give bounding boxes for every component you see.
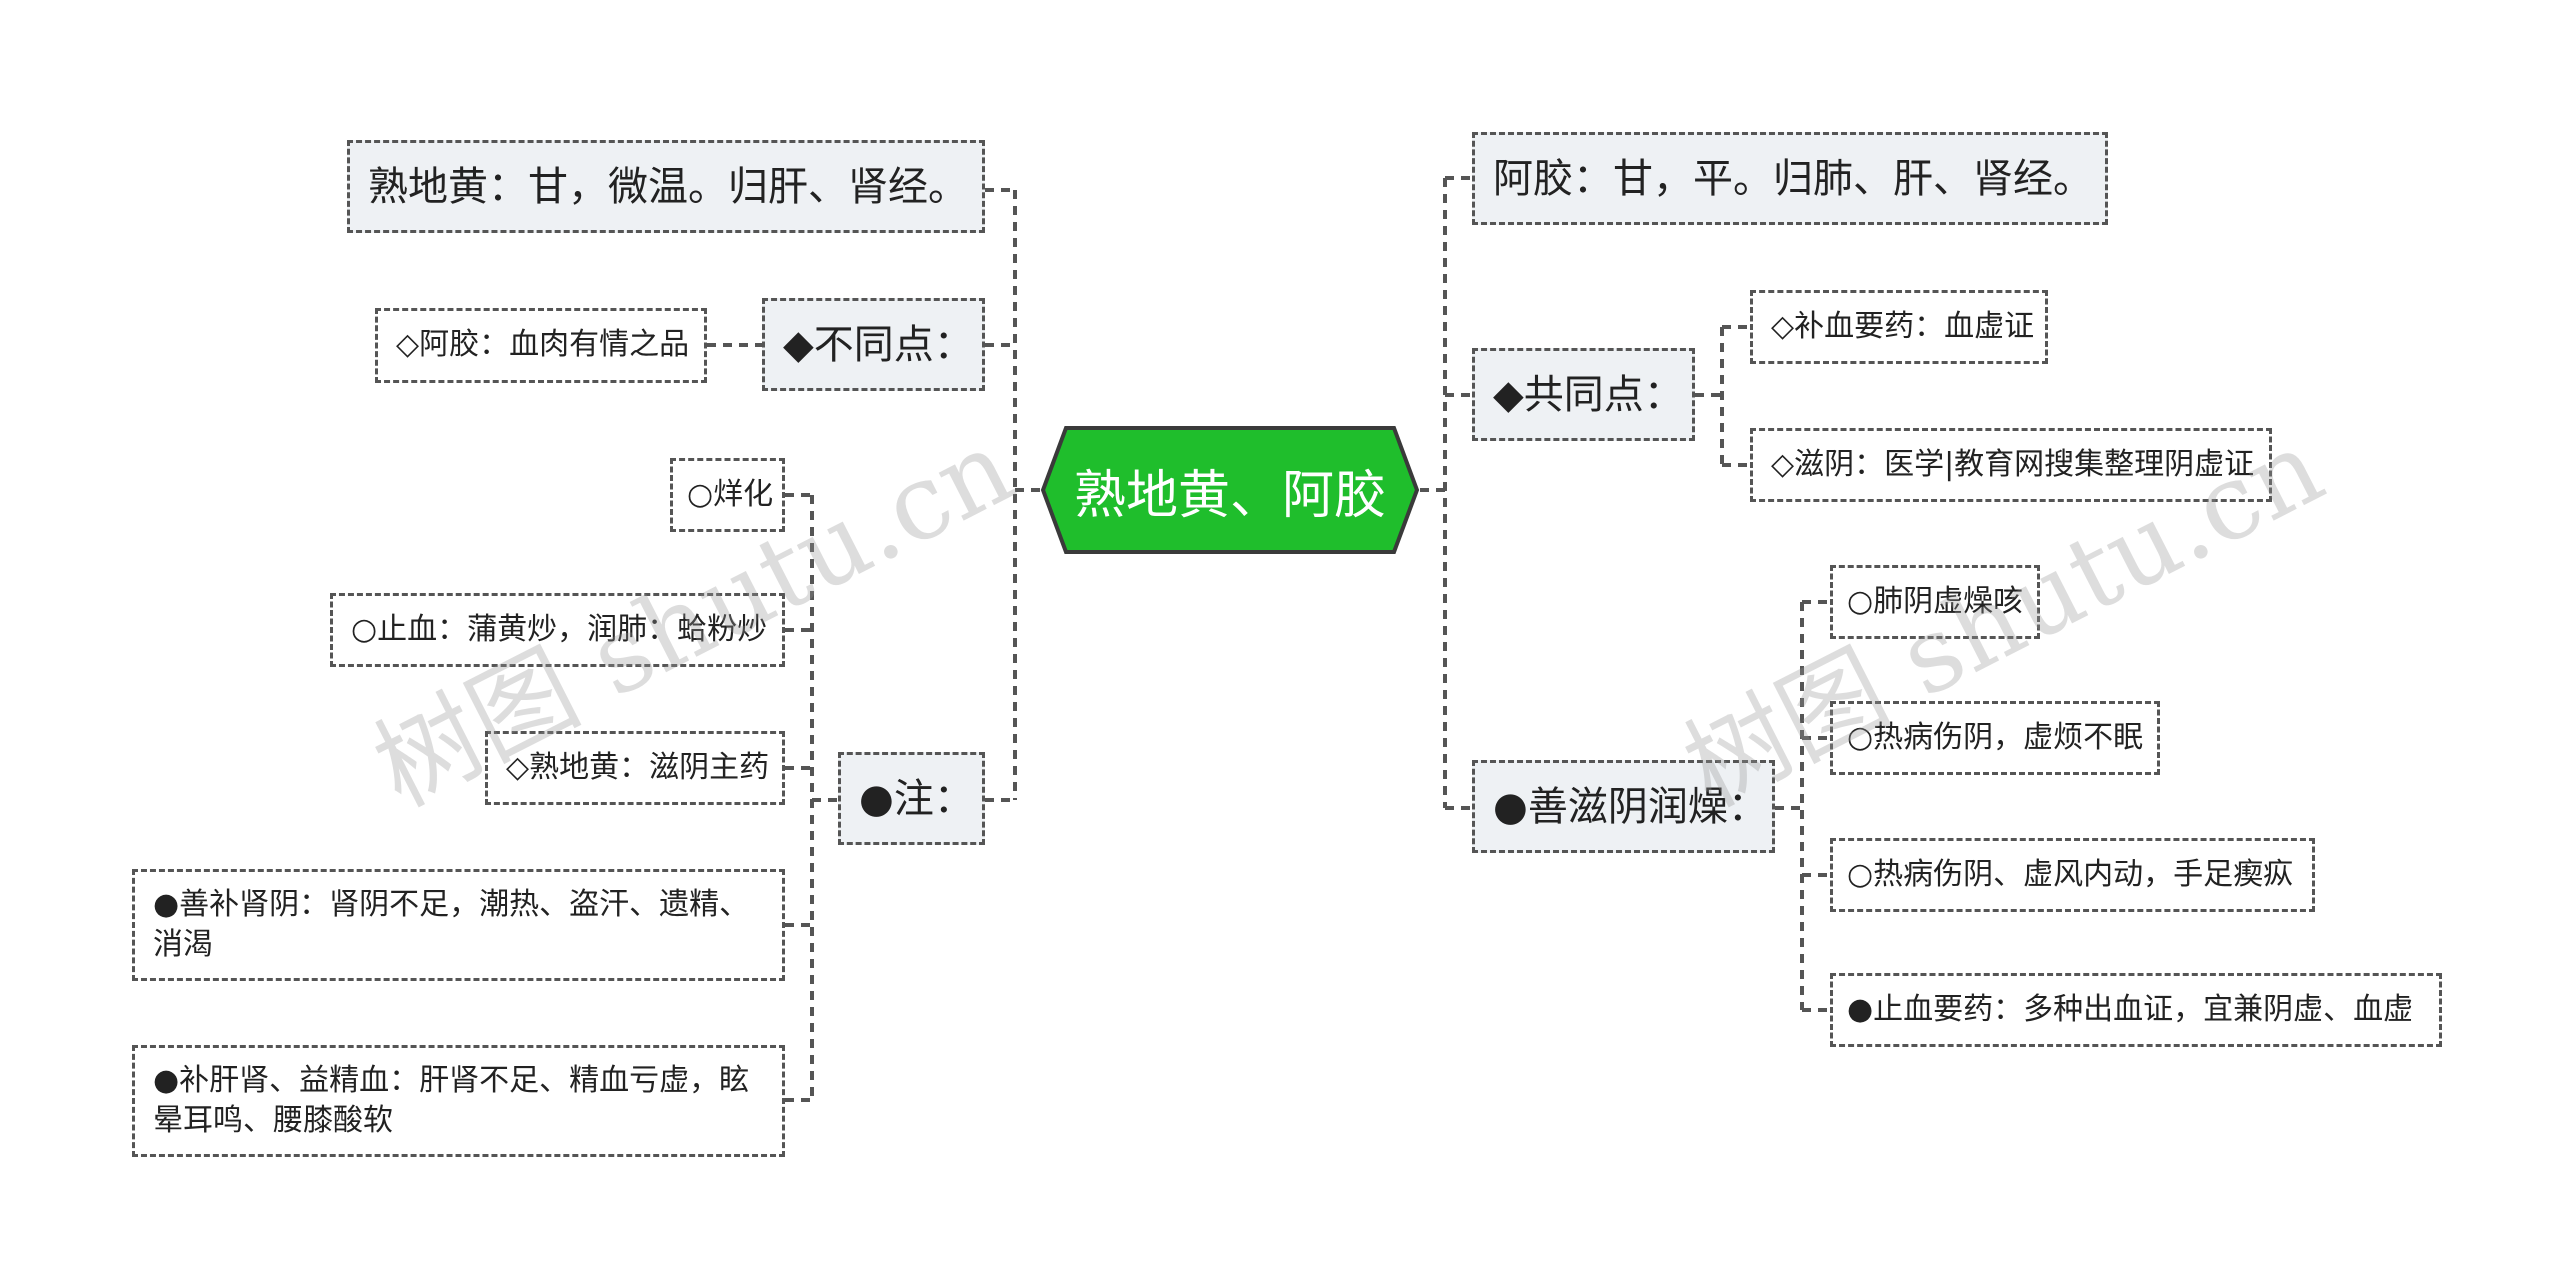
subtopic-shudi-ziyin[interactable]: ◇熟地黄：滋阴主药: [485, 731, 785, 805]
topic-shanziyin-runzao-label: ●善滋阴润燥：: [1493, 783, 1768, 830]
subtopic-shanbu-shenyin[interactable]: ●善补肾阴：肾阴不足，潮热、盗汗、遗精、消渴: [132, 869, 785, 981]
topic-butongdian[interactable]: ◆不同点：: [762, 298, 985, 391]
subtopic-ziyin-yinxu-label: ◇滋阴：医学|教育网搜集整理阴虚证: [1771, 446, 2255, 482]
topic-butongdian-label: ◆不同点：: [783, 321, 974, 368]
subtopic-feiyinxu-zaoke-label: ○肺阴虚燥咳: [1847, 583, 2024, 619]
subtopic-rebing-xufan[interactable]: ○热病伤阴，虚烦不眠: [1830, 701, 2160, 775]
topic-shudi-properties-label: 熟地黄：甘，微温。归肝、肾经。: [368, 163, 968, 210]
topic-zhu-label: ●注：: [859, 775, 974, 822]
subtopic-feiyinxu-zaoke[interactable]: ○肺阴虚燥咳: [1830, 565, 2040, 639]
central-topic[interactable]: 熟地黄、阿胶: [1040, 425, 1420, 555]
subtopic-zhixue-runfei-label: ○止血：蒲黄炒，润肺：蛤粉炒: [351, 611, 768, 647]
topic-ejiao-properties[interactable]: 阿胶：甘，平。归肺、肝、肾经。: [1472, 132, 2108, 225]
subtopic-bu-ganshen-label: ●补肝肾、益精血：肝肾不足、精血亏虚，眩晕耳鸣、腰膝酸软: [153, 1062, 750, 1139]
subtopic-ziyin-yinxu[interactable]: ◇滋阴：医学|教育网搜集整理阴虚证: [1750, 428, 2272, 502]
subtopic-buxue-yaoyao[interactable]: ◇补血要药：血虚证: [1750, 290, 2048, 364]
subtopic-ejiao-xuerou[interactable]: ◇阿胶：血肉有情之品: [375, 308, 707, 383]
topic-gongtongdian[interactable]: ◆共同点：: [1472, 348, 1695, 441]
central-topic-label: 熟地黄、阿胶: [1073, 465, 1386, 526]
subtopic-shanbu-shenyin-label: ●善补肾阴：肾阴不足，潮热、盗汗、遗精、消渴: [153, 886, 750, 963]
subtopic-ejiao-xuerou-label: ◇阿胶：血肉有情之品: [396, 327, 690, 363]
topic-gongtongdian-label: ◆共同点：: [1493, 371, 1684, 418]
subtopic-zhixue-yaoyao-label: ●止血要药：多种出血证，宜兼阴虚、血虚: [1847, 991, 2414, 1027]
subtopic-shudi-ziyin-label: ◇熟地黄：滋阴主药: [506, 749, 770, 785]
topic-ejiao-properties-label: 阿胶：甘，平。归肺、肝、肾经。: [1493, 155, 2093, 202]
subtopic-rebing-xufan-label: ○热病伤阴，虚烦不眠: [1847, 719, 2144, 755]
subtopic-yanghua[interactable]: ○烊化: [670, 458, 785, 532]
subtopic-yanghua-label: ○烊化: [687, 476, 774, 512]
subtopic-rebing-xufeng[interactable]: ○热病伤阴、虚风内动，手足瘈疭: [1830, 838, 2315, 912]
topic-zhu[interactable]: ●注：: [838, 752, 985, 845]
topic-shudi-properties[interactable]: 熟地黄：甘，微温。归肝、肾经。: [347, 140, 985, 233]
subtopic-zhixue-runfei[interactable]: ○止血：蒲黄炒，润肺：蛤粉炒: [330, 593, 785, 667]
central-topic-shape: [1040, 426, 1420, 554]
subtopic-bu-ganshen[interactable]: ●补肝肾、益精血：肝肾不足、精血亏虚，眩晕耳鸣、腰膝酸软: [132, 1045, 785, 1157]
subtopic-buxue-yaoyao-label: ◇补血要药：血虚证: [1771, 308, 2035, 344]
subtopic-rebing-xufeng-label: ○热病伤阴、虚风内动，手足瘈疭: [1847, 856, 2294, 892]
topic-shanziyin-runzao[interactable]: ●善滋阴润燥：: [1472, 760, 1775, 853]
subtopic-zhixue-yaoyao[interactable]: ●止血要药：多种出血证，宜兼阴虚、血虚: [1830, 973, 2442, 1047]
